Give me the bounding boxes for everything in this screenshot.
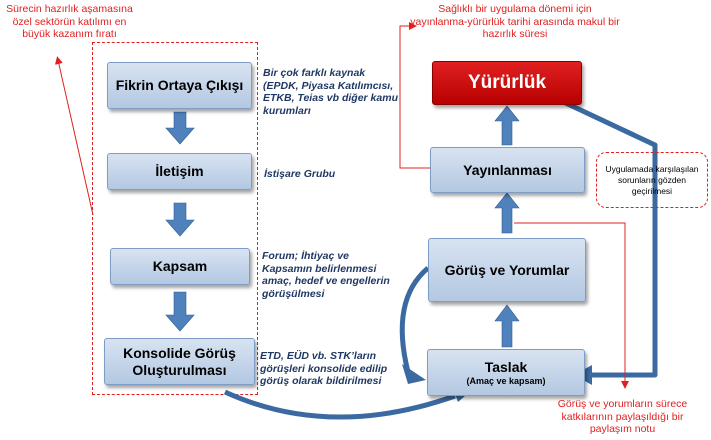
bottom-note: Görüş ve yorumların sürece katkılarının …: [557, 398, 688, 435]
arrow-up-3: [494, 105, 520, 146]
arrow-up-1: [494, 304, 520, 348]
curve-gorus-taslak-head: [402, 364, 426, 384]
preparation-phase-frame: [92, 42, 258, 395]
arrow-down-1: [165, 111, 195, 145]
taslak-sub-label: (Amaç ve kapsam): [466, 375, 546, 386]
left-top-note: Sürecin hazırlık aşamasına özel sektörün…: [6, 3, 133, 40]
step-label: Konsolide Görüş Oluşturulması: [123, 344, 236, 378]
yayinlanmasi-box: Yayınlanması: [430, 147, 585, 193]
step-konsolide-gorus: Konsolide Görüş Oluşturulması: [104, 338, 255, 385]
note-kapsam: Forum; İhtiyaç ve Kapsamın belirlenmesi …: [262, 250, 390, 300]
right-top-note: Sağlıklı bir uygulama dönemi için yayınl…: [410, 3, 620, 40]
arrow-down-2: [165, 202, 195, 237]
taslak-label: Taslak: [484, 358, 528, 375]
note-fikrin: Bir çok farklı kaynak (EPDK, Piyasa Katı…: [263, 67, 398, 117]
arrow-down-3: [165, 291, 195, 332]
step-fikrin-ortaya-cikisi: Fikrin Ortaya Çıkışı: [107, 62, 252, 109]
note-iletisim: İstişare Grubu: [264, 168, 336, 180]
step-iletisim: İletişim: [107, 153, 252, 190]
taslak-box: Taslak (Amaç ve kapsam): [427, 349, 585, 396]
step-kapsam: Kapsam: [110, 248, 250, 285]
curve-to-taslak: [223, 389, 456, 420]
yayinlanmasi-label: Yayınlanması: [463, 161, 552, 178]
step-label: İletişim: [155, 163, 204, 179]
red-line-top-note: [399, 22, 430, 169]
red-arrow-left-note: [54, 56, 94, 216]
note-konsolide: ETD, EÜD vb. STK’ların görüşleri konsoli…: [260, 350, 388, 387]
gorus-label: Görüş ve Yorumlar: [444, 261, 570, 278]
arrow-up-2: [494, 192, 520, 234]
curve-gorus-taslak: [399, 266, 430, 373]
gorus-yorumlar-box: Görüş ve Yorumlar: [428, 238, 586, 302]
review-note-box: Uygulamada karşılaşılan sorunların gözde…: [596, 152, 708, 208]
step-label: Kapsam: [152, 258, 208, 274]
step-label: Fikrin Ortaya Çıkışı: [115, 77, 244, 93]
red-line-bottom-note: [514, 222, 629, 389]
loop-yururluk-taslak: [553, 95, 658, 378]
yururluk-box: Yürürlük: [432, 61, 582, 105]
